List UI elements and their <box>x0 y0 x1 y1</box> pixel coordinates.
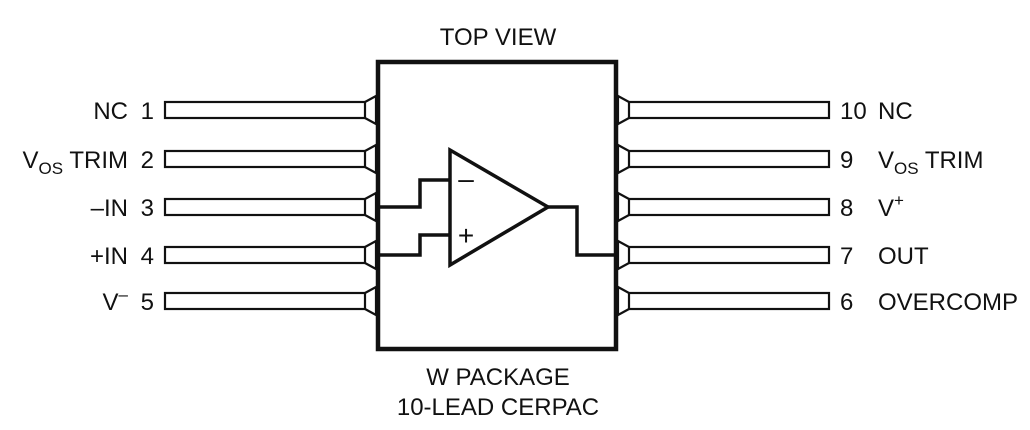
right-pin-number-9: 9 <box>840 147 853 174</box>
right-lead-4 <box>616 239 831 271</box>
top-view-label: TOP VIEW <box>440 24 557 51</box>
left-lead-4 <box>163 239 378 271</box>
package-type-label: W PACKAGE <box>426 364 570 391</box>
right-lead-5 <box>616 285 831 317</box>
right-pin-name-8: V+ <box>878 191 904 222</box>
left-pin-number-5: 5 <box>141 289 154 316</box>
noninverting-input-wire <box>378 233 450 257</box>
output-wire <box>548 205 616 257</box>
right-pin-name-7: OUT <box>878 243 929 270</box>
left-leads <box>163 94 378 317</box>
right-pin-number-10: 10 <box>840 98 867 125</box>
opamp-triangle <box>448 146 552 269</box>
right-pin-name-6: OVERCOMP <box>878 289 1018 316</box>
right-lead-2 <box>616 143 831 175</box>
left-lead-3 <box>163 191 378 223</box>
left-pin-name-2: VOS TRIM <box>23 147 128 178</box>
left-pin-name-1: NC <box>93 98 128 125</box>
left-lead-5 <box>163 285 378 317</box>
left-pin-number-4: 4 <box>141 243 154 270</box>
right-pin-number-6: 6 <box>840 289 853 316</box>
left-pin-name-4: +IN <box>90 243 128 270</box>
right-lead-3 <box>616 191 831 223</box>
lead-count-label: 10-LEAD CERPAC <box>397 394 599 421</box>
right-pin-name-9: VOS TRIM <box>878 147 983 178</box>
right-pin-labels: 10 NC 9 VOS TRIM 8 V+ 7 OUT 6 OVERCOMP <box>840 98 1018 316</box>
left-pin-name-5: V– <box>103 285 129 316</box>
inverting-input-wire <box>378 178 450 209</box>
plus-sign: + <box>458 220 474 251</box>
right-lead-1 <box>616 94 831 126</box>
left-pin-number-3: 3 <box>141 195 154 222</box>
right-pin-name-10: NC <box>878 98 913 125</box>
right-pin-number-7: 7 <box>840 243 853 270</box>
left-lead-1 <box>163 94 378 126</box>
left-lead-2 <box>163 143 378 175</box>
minus-sign: – <box>458 163 474 194</box>
opamp-symbol: – + <box>378 146 616 269</box>
left-pin-labels: 1 NC 2 VOS TRIM 3 –IN 4 +IN 5 V– <box>23 98 154 316</box>
right-leads <box>616 94 831 317</box>
left-pin-name-3: –IN <box>91 195 128 222</box>
left-pin-number-1: 1 <box>141 98 154 125</box>
left-pin-number-2: 2 <box>141 147 154 174</box>
right-pin-number-8: 8 <box>840 195 853 222</box>
